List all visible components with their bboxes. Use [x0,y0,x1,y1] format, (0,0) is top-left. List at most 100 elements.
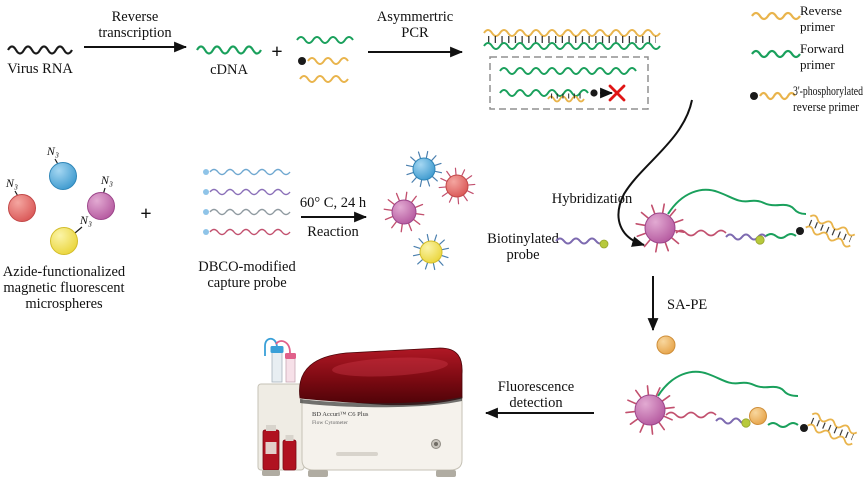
dbco-dot-3 [203,209,209,215]
blocked-3prime-dot [590,89,598,97]
red-microsphere [8,194,36,222]
magenta-microsphere [87,192,115,220]
pcr-duplex-product [483,29,661,50]
azide-microspheres: N₃ N₃ N₃ N₃ Azide-functionalized magneti… [3,144,126,312]
capture-probe-crimson [209,228,291,236]
vial-pink-cap [285,353,296,359]
azide-label-2: magnetic fluorescent [3,280,124,296]
legend: Reverse primer Forward primer 3'-phospho… [750,3,863,114]
instrument-brand-label: BD Accuri™ C6 Plus [312,411,369,418]
hybridization-label: Hybridization [552,191,633,207]
red-bottle-2 [282,439,297,471]
legend-reverse-primer-label-2: primer [800,19,835,34]
fluorescence-label-2: detection [509,395,563,411]
complex1-phosphate-dot [796,227,804,235]
primer-mix [296,36,354,83]
cdna-wave [196,45,262,55]
legend-reverse-primer-wave [751,11,801,21]
dbco-label-1: DBCO-modified [198,259,296,275]
complex2-capture-strand [665,411,717,419]
short-paired-fragment [547,95,585,103]
instrument-model-label: Flow Cytometer [312,420,348,426]
instrument-slot [336,452,378,456]
complex2-magenta-sphere [634,394,666,426]
cdna-label: cDNA [210,62,248,78]
n3-label-blue: N₃ [46,144,59,158]
plus-sign-1: + [271,41,282,63]
flow-cytometer: BD Accuri™ C6 Plus Flow Cytometer [257,337,463,477]
vial-blue-cap [270,346,284,353]
legend-phos-primer-wave [759,91,796,101]
legend-forward-primer-label-2: primer [800,57,835,72]
complex2-phosphate-dot [800,424,808,432]
azide-label-1: Azide-functionalized [3,264,126,280]
dbco-dot-1 [203,169,209,175]
capture-probe-blue [209,168,291,176]
biotinylated-label-1: Biotinylated [487,231,559,247]
azide-label-3: microspheres [25,296,103,312]
blue-microsphere [49,162,77,190]
conjugated-microspheres [380,147,482,276]
tubing-blue [264,337,278,356]
n3-label-yellow: N₃ [79,213,92,227]
capture-probes: DBCO-modified capture probe [198,168,296,291]
biotin-dot [599,239,609,249]
n3-bond-yellow [74,226,83,234]
instrument-foot-left [308,470,328,477]
legend-phos-primer-label-1: 3'-phosphorylated [793,83,863,98]
reaction-step: 60° C, 24 h Reaction [300,195,368,240]
virus-rna: Virus RNA [7,45,73,77]
complex1-green-segment [765,233,797,239]
plus-sign-2: + [140,203,151,225]
cdna: cDNA [196,45,262,78]
complex2-green-segment [767,422,799,428]
fluorescence-label-1: Fluorescence [498,379,575,395]
sape-step: SA-PE [647,276,707,355]
dashed-box [489,56,649,110]
capture-probe-purple [209,188,291,196]
complex1-magenta-sphere [644,212,676,244]
excess-forward-strand-2 [499,89,589,97]
sape-label: SA-PE [667,297,707,313]
vial-blue-body [271,351,283,383]
instrument-front-edge [300,397,462,408]
n3-label-red: N₃ [5,176,18,190]
phosphate-dot [298,57,306,65]
sape-sphere [656,335,676,355]
complex1-end-duplex [805,214,856,248]
labeled-complex [622,370,858,446]
complex2-end-duplex [807,412,858,446]
complex1-capture-strand [675,229,727,237]
complex2-biotin-dot [741,418,751,428]
reaction-label-1: 60° C, 24 h [300,195,367,211]
conjugated-blue-sphere [412,157,436,181]
red-bottle-1-label [265,442,277,454]
phos-reverse-primer-wave [307,57,349,65]
complex2-forward-strand [657,370,799,397]
fluorescence-detection-step: Fluorescence detection [484,379,594,419]
instrument-top-highlight [332,357,448,377]
asymmetric-pcr-label-1: Asymmertric [377,9,454,25]
excess-strand-box [489,56,649,110]
red-bottle-2-cap [285,435,294,441]
hybridization-curve [617,99,693,247]
yellow-microsphere [50,227,78,255]
hybridization-step: Hybridization [552,99,693,247]
reverse-primer-wave [299,75,349,83]
capture-probe-gray [209,208,291,216]
duplex-reverse-strand [483,29,661,37]
forward-primer-wave [296,36,354,44]
legend-forward-primer-wave [751,49,801,59]
legend-phosphate-dot [750,92,758,100]
vial-pink-body [285,357,296,383]
red-bottle-1-cap [266,425,276,431]
conjugated-yellow-sphere [419,240,443,264]
complex2-sape-sphere [749,407,767,425]
n3-label-magenta: N₃ [100,173,113,187]
dbco-dot-4 [203,229,209,235]
instrument-red-top [299,347,463,406]
reverse-transcription-label-2: transcription [98,25,172,41]
instrument-foot-right [436,470,456,477]
dbco-label-2: capture probe [207,275,286,291]
